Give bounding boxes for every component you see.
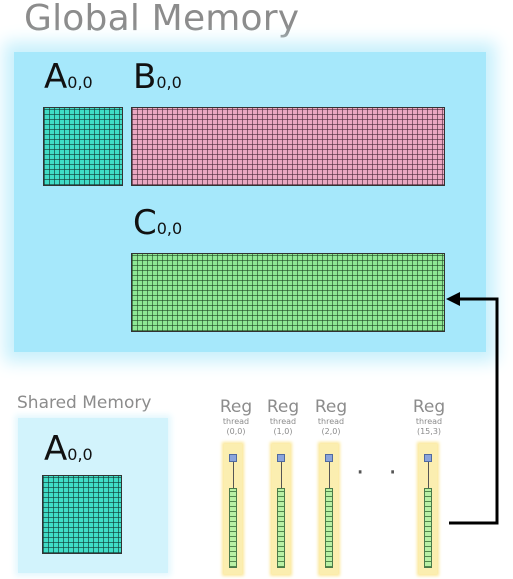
register-ellipsis: · · · xyxy=(356,458,438,488)
register-title: Reg xyxy=(412,397,446,417)
register-header: Reg thread (2,0) xyxy=(307,397,355,437)
shared-memory-label: Shared Memory xyxy=(17,393,152,413)
global-c-subscript: 0,0 xyxy=(156,219,183,238)
register-thread-id: (15,3) xyxy=(416,427,442,436)
register-cells xyxy=(424,488,432,568)
global-a-subscript: 0,0 xyxy=(67,73,93,92)
register-link-line xyxy=(329,462,330,488)
register-link-line xyxy=(428,462,429,488)
register-thread-label: thread xyxy=(222,417,250,426)
shared-a-label: A0,0 xyxy=(44,432,93,466)
register-header: Reg thread (0,0) xyxy=(212,397,260,437)
register-thread-id: (1,0) xyxy=(273,427,293,436)
register-cells xyxy=(325,488,333,568)
register-header: Reg thread (1,0) xyxy=(259,397,307,437)
shared-a-letter: A xyxy=(44,429,68,469)
writeback-arrow-path xyxy=(449,297,499,525)
global-a-label: A0,0 xyxy=(44,60,93,94)
register-header: Reg thread (15,3) xyxy=(404,397,454,437)
global-b-subscript: 0,0 xyxy=(156,73,182,92)
register-cells xyxy=(277,488,285,568)
register-source-cell xyxy=(424,454,432,462)
shared-a-subscript: 0,0 xyxy=(67,445,93,464)
shared-matrix-a-tile xyxy=(42,475,122,554)
register-thread-id: (0,0) xyxy=(226,427,246,436)
global-b-letter: B xyxy=(133,57,157,97)
register-thread-label: thread xyxy=(415,417,443,426)
register-cells xyxy=(229,488,237,568)
global-matrix-a-tile xyxy=(43,107,123,186)
global-a-letter: A xyxy=(44,57,68,97)
register-thread-label: thread xyxy=(317,417,345,426)
register-title: Reg xyxy=(314,397,348,417)
register-source-cell xyxy=(277,454,285,462)
global-matrix-c-tile xyxy=(131,253,445,332)
register-thread-id: (2,0) xyxy=(321,427,341,436)
global-c-label: C0,0 xyxy=(133,206,182,240)
global-memory-title: Global Memory xyxy=(24,0,300,39)
writeback-arrowhead xyxy=(446,292,460,306)
register-source-cell xyxy=(325,454,333,462)
register-link-line xyxy=(233,462,234,488)
global-c-letter: C xyxy=(133,203,157,243)
global-matrix-b-tile xyxy=(131,107,445,186)
register-source-cell xyxy=(229,454,237,462)
register-title: Reg xyxy=(266,397,300,417)
register-title: Reg xyxy=(219,397,253,417)
register-thread-label: thread xyxy=(269,417,297,426)
global-b-label: B0,0 xyxy=(133,60,182,94)
register-link-line xyxy=(281,462,282,488)
